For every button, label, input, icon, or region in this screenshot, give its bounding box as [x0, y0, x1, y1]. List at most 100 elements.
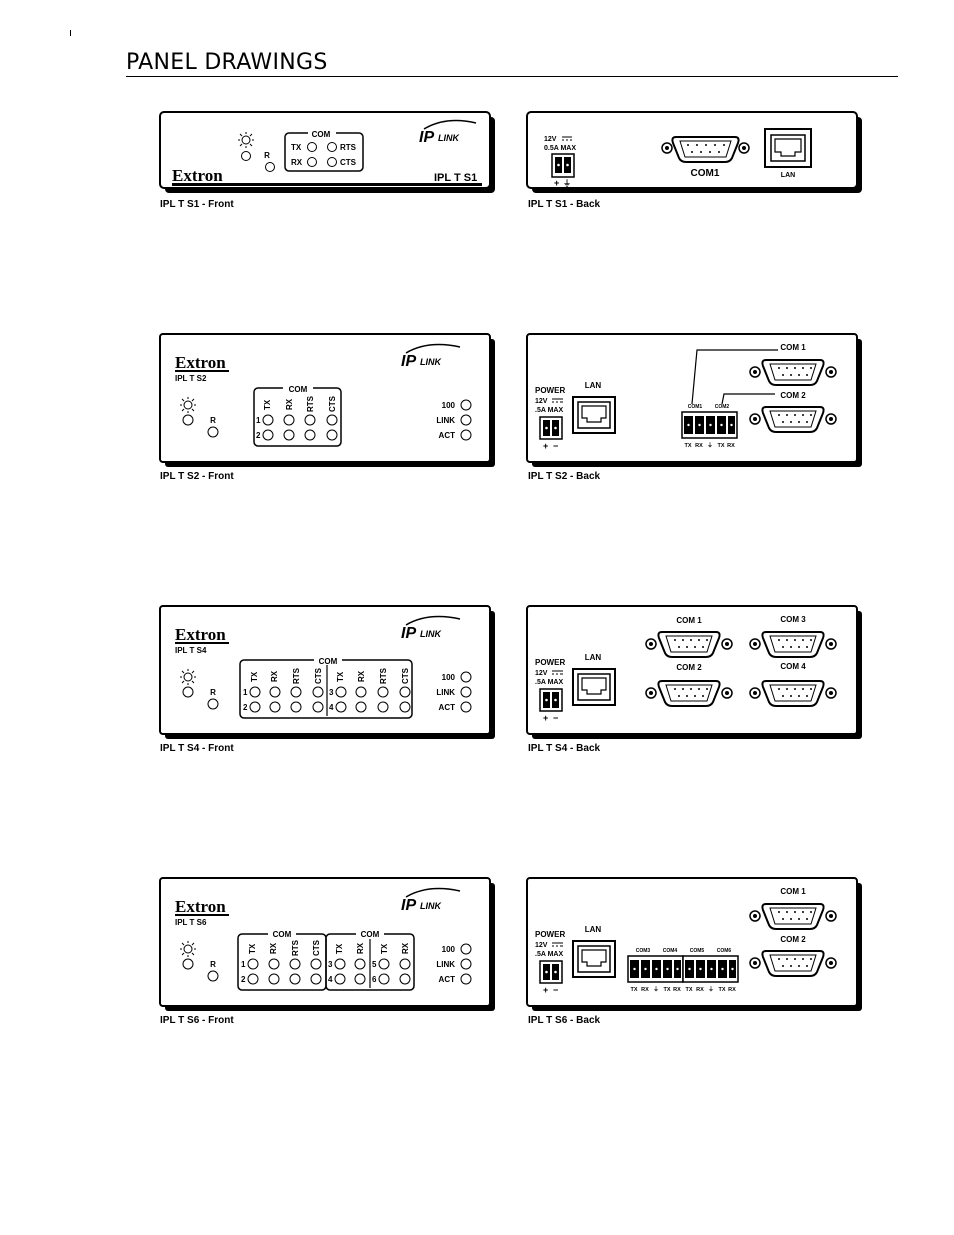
label-text: 5 — [372, 960, 377, 969]
panel-ipl-t-s4-front: Extron IPL T S4 IP LINK R COM TX RX RTS … — [159, 605, 495, 739]
label-text: RTS — [292, 667, 301, 684]
reset-button[interactable] — [207, 970, 219, 982]
label-text: RX — [356, 942, 365, 954]
reset-button[interactable] — [207, 698, 219, 710]
com1-db9-connector — [749, 903, 837, 930]
lan-rj45-port — [764, 128, 812, 168]
label-text: IP — [401, 625, 416, 642]
model-label: IPL T S6 — [175, 918, 207, 927]
label-text: + — [543, 441, 548, 451]
com2-db9-connector — [749, 406, 837, 433]
led-label-tx: TX — [291, 143, 302, 152]
label-text: .5A MAX — [535, 951, 563, 958]
label-text: LINK — [436, 688, 455, 697]
panel-ipl-t-s4-back: POWER 12V .5A MAX + − LAN COM 1 COM 3 CO… — [526, 605, 862, 739]
iplink-logo: IP LINK — [401, 615, 461, 642]
lan-rj45-port — [572, 940, 616, 978]
caption-s4-front: IPL T S4 - Front — [160, 743, 234, 754]
status-leds — [460, 943, 472, 985]
label-text: TX — [335, 943, 344, 954]
extron-logo: Extron — [175, 353, 226, 372]
label-text: 12V — [535, 398, 548, 405]
label-text: RX — [673, 987, 681, 993]
panel-ipl-t-s1-front: R COM TX RTS RX CTS Extron IP LINK IPL T… — [159, 111, 495, 193]
label-text: CTS — [401, 667, 410, 684]
label-text: − — [553, 713, 558, 723]
caption-s6-front: IPL T S6 - Front — [160, 1015, 234, 1026]
com1-label: COM1 — [691, 168, 720, 179]
com-led-grid — [247, 958, 411, 985]
lan-rj45-port — [572, 668, 616, 706]
label-text: 4 — [329, 703, 334, 712]
status-leds — [460, 399, 472, 441]
com1-db9-connector — [661, 136, 750, 163]
label-text: 2 — [241, 975, 246, 984]
ground-label: ⏚ — [563, 179, 571, 188]
iplink-logo: IP LINK — [419, 119, 477, 146]
com1-label: COM 1 — [780, 887, 806, 896]
reset-label: R — [264, 151, 270, 160]
label-text: ⏚ — [707, 442, 713, 449]
power-voltage: 12V — [544, 136, 557, 143]
label-text: RTS — [379, 667, 388, 684]
label-text: 4 — [328, 975, 333, 984]
reset-button[interactable] — [265, 162, 275, 172]
label-text: ACT — [439, 431, 456, 440]
label-text: 100 — [442, 673, 456, 682]
label-text: COM5 — [690, 948, 705, 954]
label-text: RX — [641, 987, 649, 993]
label-text: + — [543, 713, 548, 723]
label-text: TX — [717, 443, 724, 449]
title-rule — [126, 76, 898, 77]
label-text: ⏚ — [708, 986, 714, 993]
reset-label: R — [210, 416, 216, 425]
label-text: RX — [269, 942, 278, 954]
power-led — [182, 686, 194, 698]
label-text: RX — [696, 987, 704, 993]
label-text: LINK — [420, 629, 442, 639]
label-text: LINK — [438, 133, 460, 143]
label-text: TX — [250, 671, 259, 682]
label-text: − — [553, 985, 558, 995]
model-label: IPL T S1 — [434, 172, 477, 184]
led-cts — [327, 157, 337, 167]
power-label: POWER — [535, 386, 565, 395]
caption-s2-back: IPL T S2 - Back — [528, 471, 601, 482]
com-led-grid — [249, 686, 411, 713]
caption-s1-back: IPL T S1 - Back — [528, 199, 601, 210]
panel-ipl-t-s6-back: POWER 12V .5A MAX + − LAN COM 1 COM 2 CO… — [526, 877, 862, 1011]
com1-label: COM 1 — [676, 616, 702, 625]
power-led-icon — [180, 941, 196, 957]
label-text: RX — [695, 443, 703, 449]
power-led-icon — [238, 132, 254, 148]
model-label: IPL T S2 — [175, 374, 207, 383]
iplink-logo: IP LINK — [401, 343, 461, 370]
label-text: RX — [285, 398, 294, 410]
label-text: TX — [630, 987, 637, 993]
label-text: IP — [419, 129, 434, 146]
reset-button[interactable] — [207, 426, 219, 438]
label-text: RTS — [291, 939, 300, 956]
lan-label: LAN — [585, 925, 602, 934]
label-text: COM2 — [715, 404, 730, 410]
label-text: TX — [718, 987, 725, 993]
label-text: CTS — [328, 395, 337, 412]
led-rts — [327, 142, 337, 152]
power-rating: 0.5A MAX — [544, 145, 576, 152]
label-text: LINK — [420, 901, 442, 911]
iplink-logo: IP LINK — [401, 887, 461, 914]
led-rx — [307, 157, 317, 167]
extron-logo: Extron — [172, 166, 223, 185]
label-text: .5A MAX — [535, 407, 563, 414]
label-text: 2 — [243, 703, 248, 712]
led-label-rts: RTS — [340, 143, 357, 152]
power-led — [241, 151, 251, 161]
label-text: TX — [684, 443, 691, 449]
com3-label: COM 3 — [780, 615, 806, 624]
com-label: COM — [312, 130, 331, 139]
panel-ipl-t-s2-back: POWER 12V .5A MAX + − LAN COM 1 COM 2 CO… — [526, 333, 862, 467]
label-text: 1 — [256, 416, 261, 425]
com-label-a: COM — [273, 930, 292, 939]
label-text: RTS — [306, 395, 315, 412]
label-text: COM1 — [688, 404, 703, 410]
